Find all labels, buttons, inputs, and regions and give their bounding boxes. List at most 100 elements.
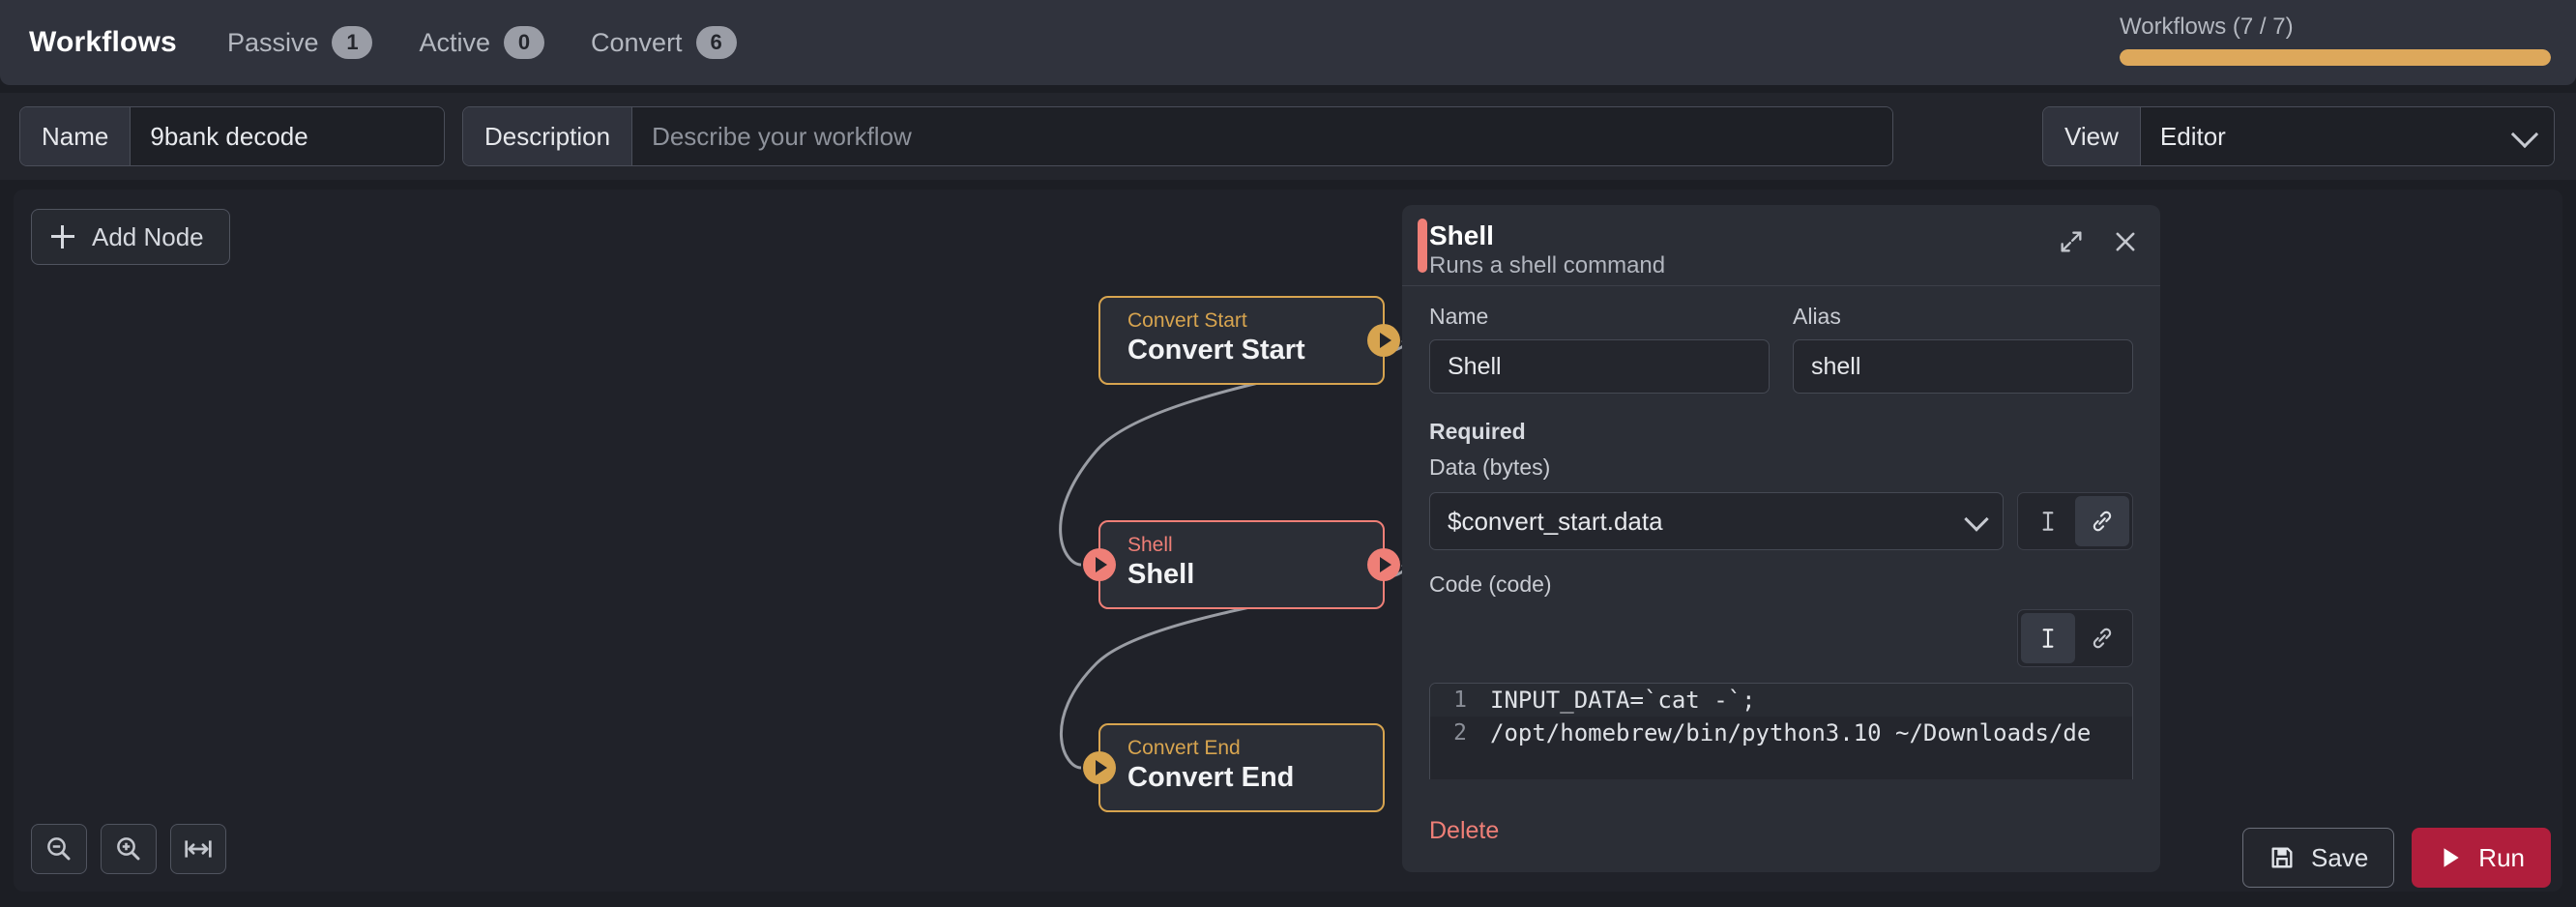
node-name-field: Name [1429, 304, 1770, 394]
workflow-name-label: Name [20, 107, 132, 165]
delete-node-button[interactable]: Delete [1429, 816, 1500, 844]
node-alias-label: Alias [1793, 304, 1841, 329]
panel-header: Shell Runs a shell command [1402, 205, 2160, 286]
tab-convert-badge: 6 [695, 26, 737, 59]
tab-active[interactable]: Active 0 [419, 26, 545, 59]
zoom-out-button[interactable] [31, 824, 87, 874]
fit-to-width-button[interactable] [170, 824, 226, 874]
workflows-meter-fill [2120, 49, 2551, 66]
run-label: Run [2478, 842, 2525, 872]
node-input-port[interactable] [1083, 751, 1116, 784]
code-line-number: 1 [1453, 688, 1467, 713]
link-icon [2093, 511, 2112, 532]
data-value-text: $convert_start.data [1448, 506, 1663, 536]
add-node-label: Add Node [92, 221, 204, 251]
link-mode-button[interactable] [2075, 496, 2129, 546]
code-editor[interactable]: 1 INPUT_DATA=`cat -`; 2 /opt/homebrew/bi… [1429, 683, 2133, 779]
code-line-number: 2 [1453, 720, 1467, 746]
play-icon [2444, 848, 2459, 867]
node-input-port[interactable] [1083, 548, 1116, 581]
expand-icon[interactable] [2058, 228, 2085, 255]
run-button[interactable]: Run [2412, 828, 2551, 888]
data-field-row: $convert_start.data [1429, 492, 2133, 550]
chevron-down-icon [2510, 120, 2539, 149]
code-mode-row [1429, 609, 2133, 667]
node-kind-label: Shell [1127, 534, 1173, 556]
code-line-text: /opt/homebrew/bin/python3.10 ~/Downloads… [1490, 719, 2092, 746]
panel-actions [2058, 228, 2139, 255]
panel-footer: Delete [1402, 789, 2160, 872]
data-field-label: Data (bytes) [1429, 454, 1551, 480]
data-value-select[interactable]: $convert_start.data [1429, 492, 2004, 550]
node-inspector-panel: Shell Runs a shell command [1402, 205, 2160, 872]
panel-body: Name Alias Required Data (bytes) $conver… [1402, 286, 2160, 779]
text-cursor-icon [2042, 629, 2054, 648]
chevron-down-icon [1964, 507, 1989, 532]
zoom-controls [31, 824, 226, 874]
view-mode-group: View Editor [2042, 106, 2555, 166]
panel-accent-bar [1418, 219, 1427, 273]
tab-active-label: Active [419, 27, 491, 57]
node-output-port[interactable] [1367, 548, 1400, 581]
link-mode-button[interactable] [2075, 613, 2129, 663]
tab-passive-badge: 1 [332, 26, 373, 59]
text-cursor-icon [2042, 512, 2054, 531]
node-alias-field: Alias [1793, 304, 2133, 394]
code-line: 2 /opt/homebrew/bin/python3.10 ~/Downloa… [1430, 717, 2132, 749]
node-name-input[interactable] [1429, 339, 1770, 394]
save-button[interactable]: Save [2242, 828, 2395, 888]
view-mode-value: Editor [2159, 121, 2226, 151]
top-header: Workflows Passive 1 Active 0 Convert 6 W… [0, 0, 2576, 85]
link-icon [2093, 628, 2112, 649]
view-mode-select[interactable]: Editor [2140, 107, 2554, 165]
panel-subtitle: Runs a shell command [1429, 252, 1666, 278]
text-mode-button[interactable] [2021, 613, 2075, 663]
zoom-in-button[interactable] [101, 824, 157, 874]
workflow-description-input[interactable] [632, 107, 1892, 165]
tab-passive[interactable]: Passive 1 [227, 26, 373, 59]
zoom-in-icon [117, 837, 140, 861]
node-output-port[interactable] [1367, 324, 1400, 357]
view-mode-label: View [2043, 107, 2141, 165]
fit-to-width-icon [185, 840, 212, 858]
required-section-heading: Required [1429, 419, 1526, 444]
data-mode-toggle [2017, 492, 2133, 550]
workflow-toolbar: Name Description View Editor [0, 93, 2576, 180]
node-kind-label: Convert End [1127, 737, 1241, 759]
node-kind-label: Convert Start [1127, 309, 1247, 332]
node-title-label: Shell [1127, 559, 1195, 590]
workflow-description-group: Description [462, 106, 1893, 166]
workflows-meter-label: Workflows (7 / 7) [2120, 14, 2294, 40]
code-field-label: Code (code) [1429, 571, 1552, 597]
workflows-meter: Workflows (7 / 7) [2120, 14, 2551, 66]
node-canvas[interactable]: Add Node Convert Start Convert Start She… [14, 190, 2562, 892]
plus-icon [51, 225, 74, 249]
code-line: 1 INPUT_DATA=`cat -`; [1430, 684, 2132, 717]
code-mode-toggle [2017, 609, 2133, 667]
node-convert-end[interactable]: Convert End Convert End [1083, 723, 1385, 812]
panel-title: Shell [1429, 220, 1494, 250]
text-mode-button[interactable] [2021, 496, 2075, 546]
node-title-label: Convert End [1127, 762, 1295, 793]
node-alias-input[interactable] [1793, 339, 2133, 394]
tab-convert[interactable]: Convert 6 [591, 26, 737, 59]
node-title-label: Convert Start [1127, 335, 1305, 366]
save-icon [2271, 847, 2293, 868]
bottom-actions: Save Run [2242, 828, 2551, 888]
node-name-label: Name [1429, 304, 1489, 329]
workflow-tabs: Passive 1 Active 0 Convert 6 [227, 26, 737, 59]
node-convert-start[interactable]: Convert Start Convert Start [1098, 296, 1400, 385]
close-icon[interactable] [2112, 228, 2139, 255]
workflows-meter-track [2120, 49, 2551, 66]
name-alias-row: Name Alias [1429, 304, 2133, 394]
app-brand: Workflows [29, 26, 177, 58]
code-line-text: INPUT_DATA=`cat -`; [1490, 687, 1756, 714]
tab-convert-label: Convert [591, 27, 683, 57]
workflow-description-label: Description [463, 107, 633, 165]
add-node-button[interactable]: Add Node [31, 209, 230, 265]
workflow-name-input[interactable] [131, 107, 444, 165]
tab-passive-label: Passive [226, 27, 319, 57]
save-label: Save [2311, 842, 2369, 872]
node-shell[interactable]: Shell Shell [1083, 520, 1400, 609]
